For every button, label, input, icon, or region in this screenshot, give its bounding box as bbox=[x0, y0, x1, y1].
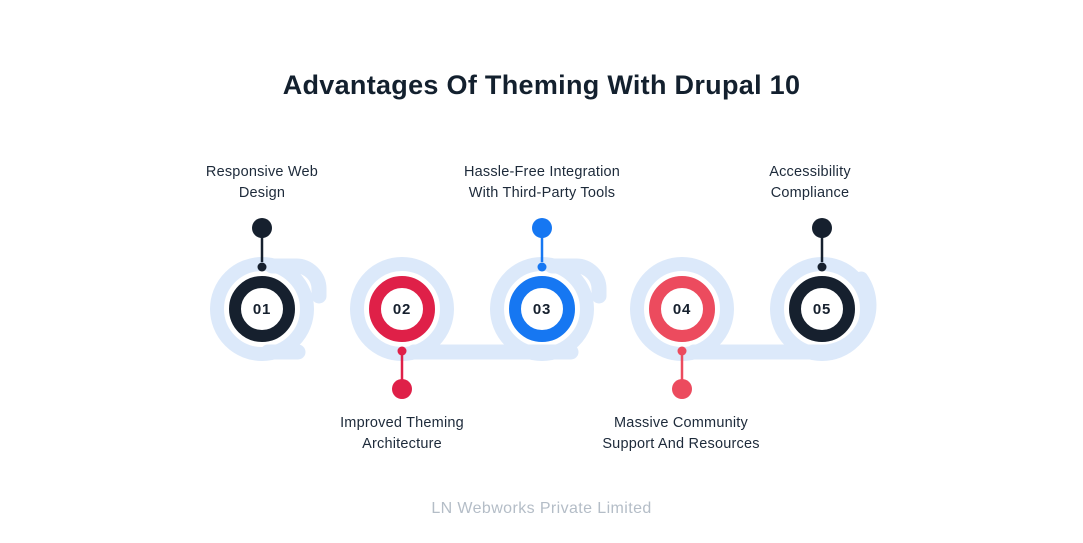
ribbon-hook-01-02 bbox=[264, 258, 327, 304]
step-label-03: Hassle-Free Integration With Third-Party… bbox=[422, 162, 662, 204]
step-circle-01: 01 bbox=[229, 276, 295, 342]
step-label-02-line1: Improved Theming bbox=[340, 415, 464, 431]
step-label-04-line1: Massive Community bbox=[614, 415, 748, 431]
connector-dot-small-04 bbox=[677, 346, 687, 356]
step-number-03: 03 bbox=[532, 300, 552, 318]
step-circle-03: 03 bbox=[509, 276, 575, 342]
connector-02 bbox=[392, 346, 412, 399]
ribbon-band-04-05 bbox=[686, 271, 877, 360]
step-label-01: Responsive Web Design bbox=[142, 162, 382, 204]
step-label-01-line1: Responsive Web bbox=[205, 164, 319, 180]
connector-dot-large-04 bbox=[672, 379, 692, 399]
step-label-01-line2: Design bbox=[238, 185, 286, 201]
connector-05 bbox=[812, 218, 832, 272]
step-circle-05: 05 bbox=[789, 276, 855, 342]
step-number-02: 02 bbox=[392, 300, 412, 318]
page-title: Advantages Of Theming With Drupal 10 bbox=[282, 70, 801, 100]
step-label-02-line2: Architecture bbox=[362, 436, 442, 452]
connector-dot-small-01 bbox=[257, 262, 267, 272]
step-label-04: Massive Community Support And Resources bbox=[561, 413, 801, 455]
step-label-05: Accessibility Compliance bbox=[690, 162, 930, 204]
step-number-01: 01 bbox=[252, 300, 272, 318]
connector-03 bbox=[532, 218, 552, 272]
connector-01 bbox=[252, 218, 272, 272]
step-label-05-line2: Compliance bbox=[770, 185, 850, 201]
ribbon-hook-03-04 bbox=[544, 258, 607, 304]
step-label-02: Improved Theming Architecture bbox=[282, 413, 522, 455]
footer-credit: LN Webworks Private Limited bbox=[431, 500, 652, 517]
step-circle-04: 04 bbox=[649, 276, 715, 342]
step-label-03-line1: Hassle-Free Integration bbox=[463, 164, 621, 180]
connector-dot-small-05 bbox=[817, 262, 827, 272]
step-label-05-line1: Accessibility bbox=[769, 164, 851, 180]
step-number-04: 04 bbox=[672, 300, 692, 318]
step-label-03-line2: With Third-Party Tools bbox=[468, 185, 616, 201]
connector-dot-small-03 bbox=[537, 262, 547, 272]
connector-dot-large-02 bbox=[392, 379, 412, 399]
connector-dot-small-02 bbox=[397, 346, 407, 356]
connector-dot-large-01 bbox=[252, 218, 272, 238]
step-label-04-line2: Support And Resources bbox=[602, 436, 760, 452]
step-number-05: 05 bbox=[812, 300, 832, 318]
connector-dot-large-05 bbox=[812, 218, 832, 238]
connector-04 bbox=[672, 346, 692, 399]
step-circle-02: 02 bbox=[369, 276, 435, 342]
connector-dot-large-03 bbox=[532, 218, 552, 238]
